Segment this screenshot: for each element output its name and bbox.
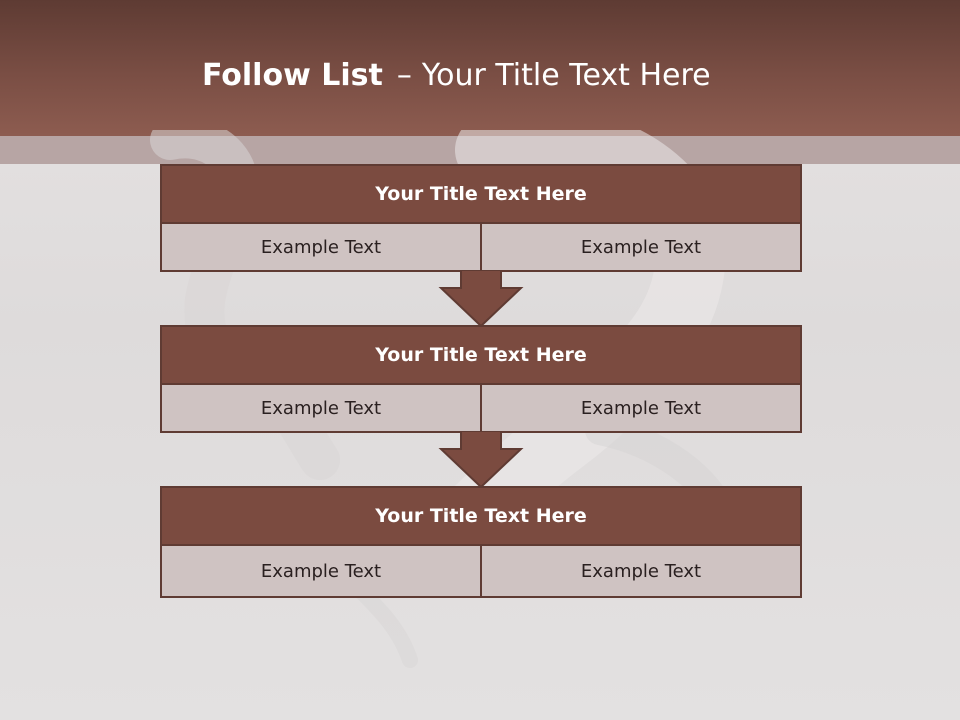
step-box-1: Your Title Text Here Example Text Exampl… bbox=[160, 164, 802, 272]
page-title-dash: – bbox=[396, 58, 412, 93]
header-underband bbox=[0, 136, 960, 164]
page-title: Follow List–Your Title Text Here bbox=[202, 56, 711, 96]
step-cell-left: Example Text bbox=[162, 224, 480, 270]
header-bar bbox=[0, 0, 960, 136]
step-box-2: Your Title Text Here Example Text Exampl… bbox=[160, 325, 802, 433]
step-cell-left: Example Text bbox=[162, 385, 480, 431]
step-row: Example Text Example Text bbox=[162, 224, 800, 270]
page-title-rest: Your Title Text Here bbox=[421, 58, 711, 93]
down-arrow-icon bbox=[438, 431, 524, 489]
step-title: Your Title Text Here bbox=[162, 488, 800, 546]
step-title: Your Title Text Here bbox=[162, 327, 800, 385]
step-title: Your Title Text Here bbox=[162, 166, 800, 224]
step-cell-left: Example Text bbox=[162, 546, 480, 596]
page-title-strong: Follow List bbox=[202, 58, 383, 93]
step-cell-right: Example Text bbox=[480, 224, 800, 270]
step-row: Example Text Example Text bbox=[162, 385, 800, 431]
step-row: Example Text Example Text bbox=[162, 546, 800, 596]
down-arrow-icon bbox=[438, 270, 524, 328]
step-box-3: Your Title Text Here Example Text Exampl… bbox=[160, 486, 802, 598]
step-cell-right: Example Text bbox=[480, 546, 800, 596]
step-cell-right: Example Text bbox=[480, 385, 800, 431]
